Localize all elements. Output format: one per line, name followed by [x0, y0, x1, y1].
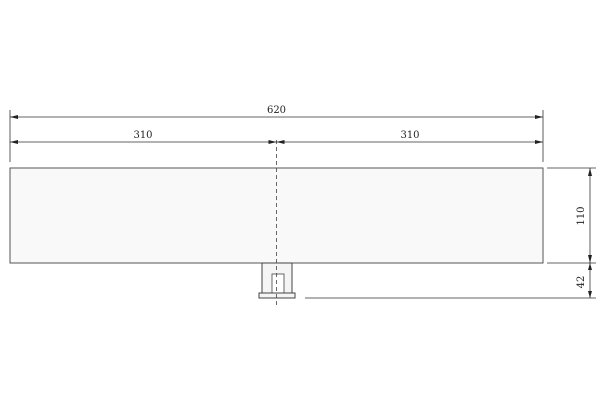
base-inner-slot	[271, 273, 285, 294]
dim-panel-height-label: 110	[576, 206, 587, 225]
dimension-panel-height: 110	[576, 168, 592, 263]
dimension-left-half: 310	[10, 130, 277, 144]
dim-total-width-label: 620	[267, 105, 286, 116]
dimension-total-width: 620	[10, 105, 543, 119]
dim-base-height-label: 42	[576, 276, 587, 289]
dim-left-half-label: 310	[133, 130, 152, 141]
base-foot	[258, 292, 296, 299]
dim-right-half-label: 310	[400, 130, 419, 141]
dimension-right-half: 310	[276, 130, 543, 144]
base-stand	[258, 262, 296, 299]
dimension-base-height: 42	[576, 263, 592, 298]
